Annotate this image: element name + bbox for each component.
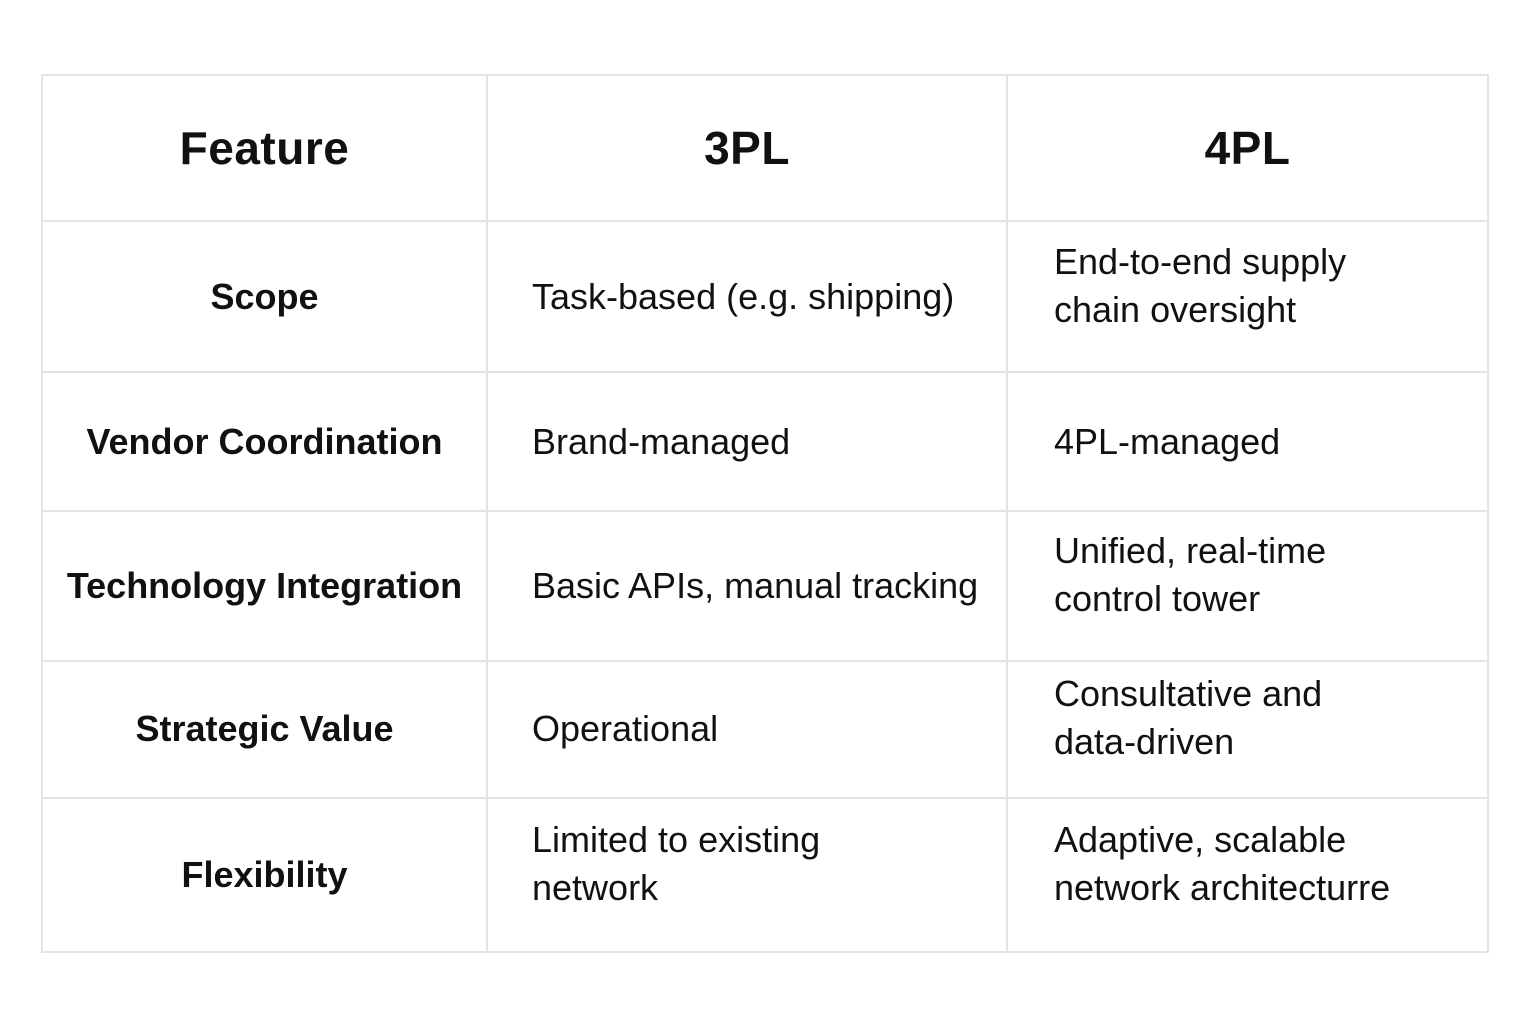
4pl-cell: 4PL-managed <box>1006 371 1489 513</box>
4pl-cell: Unified, real-time control tower <box>1006 510 1489 662</box>
feature-cell: Flexibility <box>41 796 488 954</box>
feature-cell: Strategic Value <box>41 659 488 799</box>
table-row: Strategic Value Operational Consultative… <box>41 659 1489 799</box>
3pl-cell: Operational <box>486 659 1008 799</box>
header-4pl: 4PL <box>1006 74 1489 222</box>
3pl-cell: Limited to existing network <box>486 796 1008 954</box>
table-row: Technology Integration Basic APIs, manua… <box>41 510 1489 662</box>
4pl-value: Unified, real-time control tower <box>1054 529 1327 619</box>
4pl-value: End-to-end supply chain oversight <box>1054 240 1347 330</box>
table-row: Scope Task-based (e.g. shipping) End-to-… <box>41 219 1489 374</box>
4pl-value: 4PL-managed <box>1054 420 1281 462</box>
3pl-value: Basic APIs, manual tracking <box>532 564 979 606</box>
3pl-value: Operational <box>532 708 719 750</box>
feature-cell: Technology Integration <box>41 510 488 662</box>
table-row: Vendor Coordination Brand-managed 4PL-ma… <box>41 371 1489 513</box>
feature-cell: Vendor Coordination <box>41 371 488 513</box>
table-row: Flexibility Limited to existing network … <box>41 796 1489 954</box>
3pl-cell: Basic APIs, manual tracking <box>486 510 1008 662</box>
3pl-value: Task-based (e.g. shipping) <box>532 275 955 317</box>
header-row: Feature 3PL 4PL <box>41 74 1489 222</box>
4pl-cell: Consultative and data-driven <box>1006 659 1489 799</box>
4pl-value: Consultative and data-driven <box>1054 673 1323 763</box>
4pl-value: Adaptive, scalable network architecturre <box>1054 818 1391 908</box>
header-feature: Feature <box>41 74 488 222</box>
4pl-cell: End-to-end supply chain oversight <box>1006 219 1489 374</box>
4pl-cell: Adaptive, scalable network architecturre <box>1006 796 1489 954</box>
3pl-value: Limited to existing network <box>532 818 821 908</box>
3pl-value: Brand-managed <box>532 420 791 462</box>
header-3pl: 3PL <box>486 74 1008 222</box>
3pl-cell: Brand-managed <box>486 371 1008 513</box>
feature-cell: Scope <box>41 219 488 374</box>
comparison-table: Feature 3PL 4PL Scope Task-based (e.g. s… <box>41 74 1489 954</box>
3pl-cell: Task-based (e.g. shipping) <box>486 219 1008 374</box>
